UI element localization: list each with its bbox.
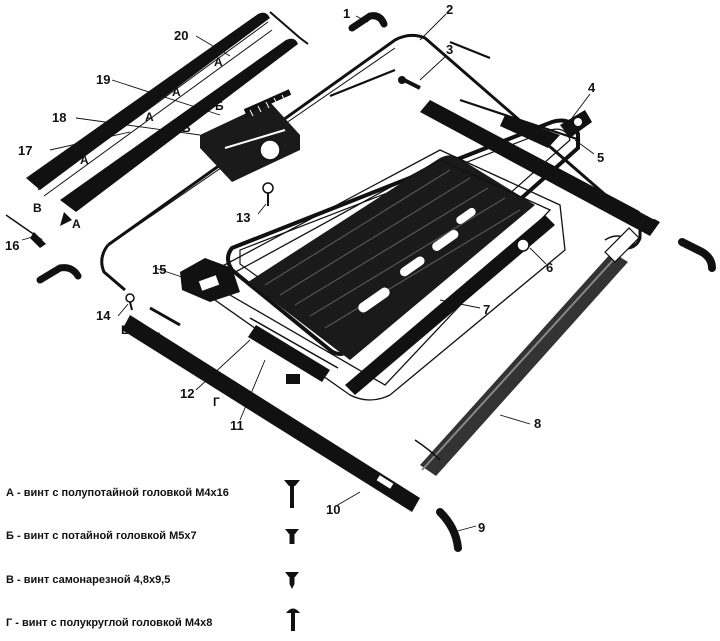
- rail-19: [60, 38, 298, 226]
- letter-v: В: [33, 201, 42, 215]
- callout-5: 5: [597, 150, 604, 165]
- callout-19: 19: [96, 72, 110, 87]
- legend-row-g: Г - винт с полукруглой головкой М4х8: [6, 617, 212, 629]
- callout-14: 14: [96, 308, 111, 323]
- letter-a: А: [154, 330, 163, 344]
- legend-row-v: В - винт самонарезной 4,8х9,5: [6, 574, 170, 586]
- callout-7: 7: [483, 302, 490, 317]
- guide-cables: [329, 40, 581, 142]
- panel-8: [414, 227, 640, 476]
- handle-15: [180, 258, 240, 302]
- callout-8: 8: [534, 416, 541, 431]
- screw-semi-countersunk-icon: [284, 480, 300, 508]
- bracket-11: [248, 317, 339, 384]
- self-tapping-screw-icon: [285, 572, 299, 589]
- callout-13: 13: [236, 210, 250, 225]
- callout-15: 15: [152, 262, 166, 277]
- hose-end-right: [678, 238, 716, 272]
- letter-a: А: [214, 55, 223, 69]
- screw-letters: А А Б А Б А В А Б А Г: [33, 55, 224, 409]
- callout-2: 2: [446, 2, 453, 17]
- rail-20: [26, 11, 309, 190]
- letter-b: Б: [121, 323, 130, 337]
- letter-a: А: [80, 153, 89, 167]
- drive-mechanism: [200, 89, 300, 182]
- glass-panel: [248, 155, 535, 360]
- letter-b: Б: [182, 121, 191, 135]
- legend-text-a: А - винт с полупотайной головкой М4х16: [6, 487, 229, 499]
- callout-6: 6: [546, 260, 553, 275]
- deflector-10: [122, 306, 420, 512]
- legend-row-b: Б - винт с потайной головкой М5х7: [6, 530, 197, 542]
- callout-17: 17: [18, 143, 32, 158]
- callout-16: 16: [5, 238, 19, 253]
- screw-14: [125, 293, 135, 311]
- clip-16: [5, 214, 46, 248]
- legend-row-a: А - винт с полупотайной головкой М4х16: [6, 487, 229, 499]
- letter-a: А: [145, 110, 154, 124]
- legend-text-g: Г - винт с полукруглой головкой М4х8: [6, 617, 213, 629]
- callout-3: 3: [446, 42, 453, 57]
- hose-end-left: [36, 264, 82, 284]
- letter-a: А: [72, 217, 81, 231]
- legend-text-v: В - винт самонарезной 4,8х9,5: [6, 574, 171, 586]
- leader-lines: [21, 13, 595, 533]
- callout-20: 20: [174, 28, 188, 43]
- screw-3: [398, 76, 421, 90]
- callout-12: 12: [180, 386, 194, 401]
- screw-countersunk-icon: [285, 529, 299, 544]
- callout-9: 9: [478, 520, 485, 535]
- rail-5: [420, 100, 660, 236]
- callout-4: 4: [588, 80, 596, 95]
- letter-b: Б: [215, 99, 224, 113]
- callout-10: 10: [326, 502, 340, 517]
- letter-g: Г: [213, 395, 220, 409]
- bracket-4: [500, 110, 592, 148]
- rail-17-18: [37, 21, 273, 197]
- callout-18: 18: [52, 110, 66, 125]
- hose-end-9: [436, 508, 462, 552]
- letter-a: А: [172, 85, 181, 99]
- callout-numbers: 1 2 3 4 5 6 7 8 9 10 11 12 13 14 15 16 1…: [5, 2, 604, 535]
- callout-1: 1: [343, 6, 350, 21]
- legend-text-b: Б - винт с потайной головкой М5х7: [6, 530, 197, 542]
- hose-end-1: [348, 12, 388, 32]
- screw-13: [262, 182, 274, 206]
- rail-6: [345, 215, 555, 395]
- screw-round-head-icon: [286, 608, 300, 631]
- callout-11: 11: [230, 418, 244, 433]
